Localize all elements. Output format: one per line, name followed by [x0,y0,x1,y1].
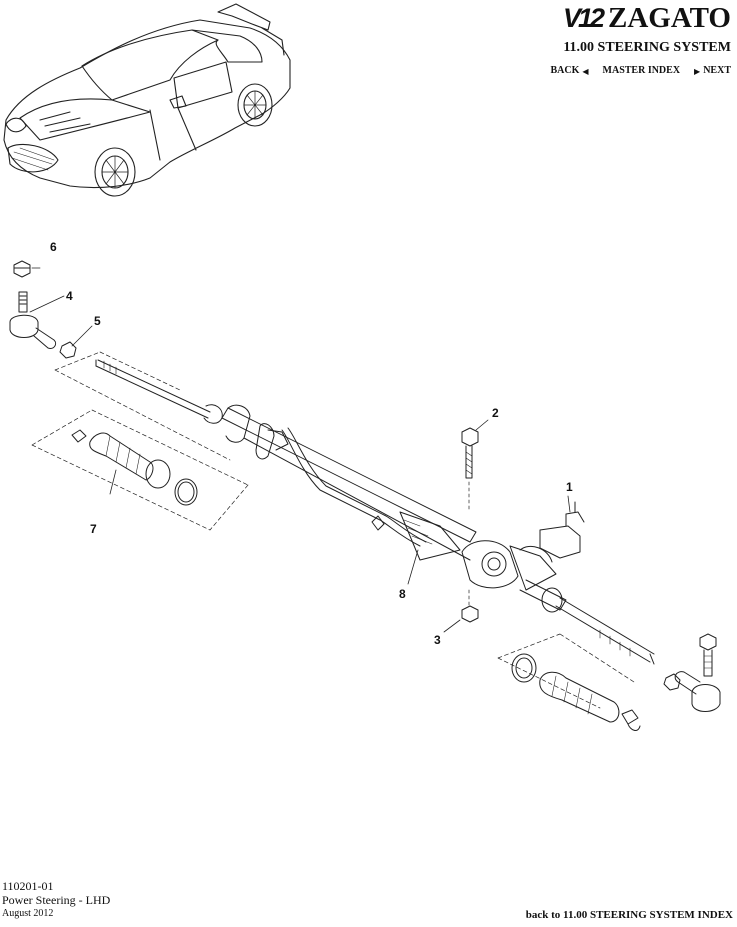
car-mirror [169,95,187,109]
callout-2: 2 [492,406,499,420]
next-link[interactable]: ▶ NEXT [694,65,731,76]
guide-line-left-upper [54,351,231,461]
part-1-steering-rack [221,404,655,665]
back-label: BACK [550,65,580,76]
car-door-lines [149,107,197,161]
car-hood [19,98,151,141]
navigation-bar: BACK ◀ MASTER INDEX ▶ NEXT [550,65,731,76]
part-info: 110201-01 Power Steering - LHD August 20… [2,879,110,921]
part-2-bolt [461,427,479,513]
triangle-right-icon: ▶ [694,66,701,76]
master-index-link[interactable]: MASTER INDEX [602,65,681,76]
publication-date: August 2012 [2,908,54,919]
car-grille-mesh [11,147,55,171]
car-grille [7,143,59,173]
car-hood-vents [39,111,91,133]
triangle-left-icon: ◀ [582,66,589,76]
right-boot-kit [497,633,641,731]
steering-exploded-diagram: 6 4 5 7 2 1 8 3 [9,240,721,731]
callout-6: 6 [50,240,57,254]
part-code: 110201-01 [2,879,54,893]
callout-4: 4 [66,289,73,303]
part-4-tie-rod-end [9,291,57,349]
callout-5: 5 [94,314,101,328]
car-spoiler-support [261,27,285,56]
part-3-nut [461,589,479,623]
part-6-nut [13,260,31,278]
car-roof [191,29,263,63]
left-inner-tie-rod [95,359,223,424]
brand-badge: V12 [562,3,605,33]
car-headlight [5,117,27,133]
brand-name: ZAGATO [607,2,731,34]
right-tie-rod-end [663,633,721,712]
callout-7: 7 [90,522,97,536]
callout-1: 1 [566,480,573,494]
car-rear-wheel [237,83,273,127]
car-illustration [3,3,291,197]
brand-logo: V12 ZAGATO [563,2,731,35]
car-spoiler [217,3,271,31]
part-8-leader [407,549,419,585]
car-front-wheel [94,147,136,197]
part-7-boot-kit [31,409,249,531]
car-side-window [173,61,233,109]
next-label: NEXT [703,65,731,76]
car-windshield [81,29,219,101]
back-to-index-link[interactable]: back to 11.00 STEERING SYSTEM INDEX [525,909,733,921]
callout-3: 3 [434,633,441,647]
car-body [3,19,291,189]
part-5-lock-nut [59,341,77,359]
part-name: Power Steering - LHD [2,893,111,907]
section-title: 11.00 STEERING SYSTEM [563,40,731,55]
callout-8: 8 [399,587,406,601]
back-link[interactable]: BACK ◀ [550,65,588,76]
